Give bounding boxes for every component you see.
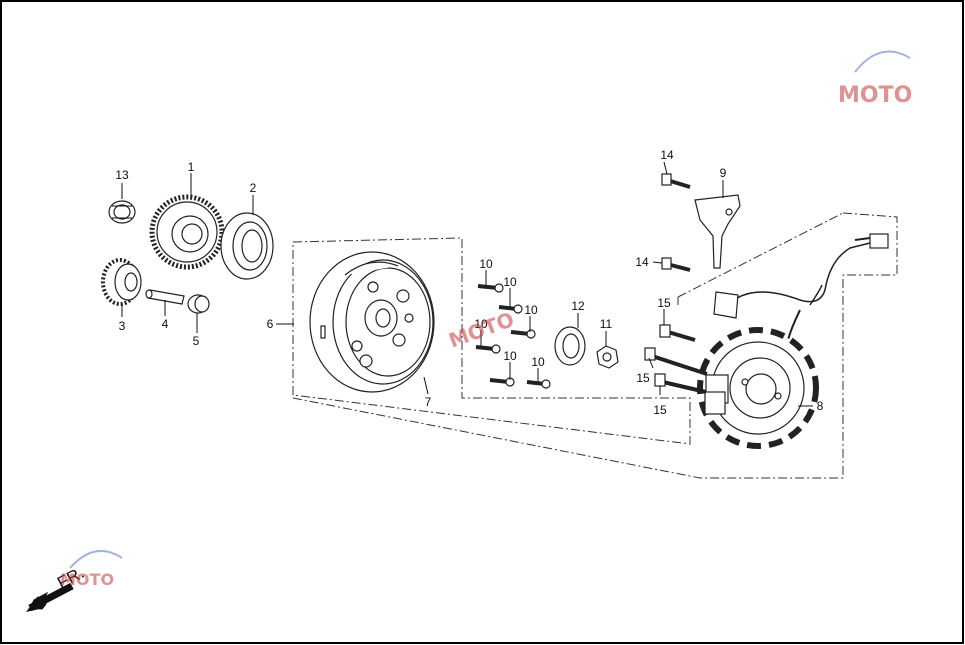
- label-14b: 14: [635, 255, 649, 269]
- label-3: 3: [119, 319, 126, 333]
- stator-bolt-upper: [659, 324, 696, 342]
- label-10f: 10: [531, 355, 545, 369]
- label-14a: 14: [660, 148, 674, 162]
- svg-text:MOTO: MOTO: [60, 570, 114, 589]
- stator-group-diagonal: [677, 212, 844, 298]
- label-10a: 10: [479, 257, 493, 271]
- watermark-logo-bottom: MOTO: [60, 550, 123, 589]
- label-13: 13: [115, 168, 129, 182]
- label-4: 4: [162, 317, 169, 331]
- watermark-logo-top: MOTO: [838, 50, 912, 108]
- bolt: [498, 304, 523, 314]
- reduction-gear: [101, 258, 142, 306]
- stator-connector: [869, 233, 889, 249]
- stator-assembly: [697, 233, 889, 449]
- bolt: [477, 283, 504, 293]
- svg-text:MOTO: MOTO: [838, 83, 912, 108]
- label-10e: 10: [503, 349, 517, 363]
- washer: [554, 326, 586, 366]
- bracket-bolt-upper: [661, 173, 691, 189]
- one-way-clutch: [220, 212, 274, 280]
- label-9: 9: [720, 166, 727, 180]
- front-direction-arrow: FR.: [26, 563, 87, 612]
- pulser-bracket: [694, 194, 741, 269]
- label-11: 11: [600, 317, 613, 331]
- label-10b: 10: [503, 275, 517, 289]
- flywheel-group-boundary: [292, 237, 691, 445]
- starter-driven-gear: [149, 194, 225, 270]
- label-15a: 15: [657, 296, 671, 310]
- label-6: 6: [267, 317, 274, 331]
- label-5: 5: [193, 334, 200, 348]
- label-7: 7: [425, 395, 432, 409]
- flywheel-bolts: [475, 283, 551, 389]
- label-15b: 15: [636, 371, 650, 385]
- bracket-bolt-lower: [661, 257, 691, 272]
- label-10c: 10: [524, 303, 538, 317]
- stator-group-boundary: [292, 212, 898, 479]
- flange-nut: [596, 345, 619, 369]
- label-12: 12: [571, 299, 585, 313]
- label-2: 2: [250, 181, 257, 195]
- label-10d: 10: [474, 317, 488, 331]
- label-15c: 15: [653, 403, 667, 417]
- needle-bearing: [108, 200, 136, 224]
- flywheel-rotor: [309, 251, 435, 393]
- gear-shaft: [145, 289, 185, 305]
- bolt: [526, 379, 551, 389]
- pulser-coil: [713, 291, 739, 319]
- bushing: [187, 294, 210, 314]
- stator-bolt-middle: [644, 347, 708, 376]
- bolt: [475, 344, 501, 354]
- label-1: 1: [188, 160, 195, 174]
- bolt: [510, 329, 536, 339]
- bolt: [489, 377, 515, 387]
- leader-lines: [121, 161, 813, 407]
- label-8: 8: [817, 399, 824, 413]
